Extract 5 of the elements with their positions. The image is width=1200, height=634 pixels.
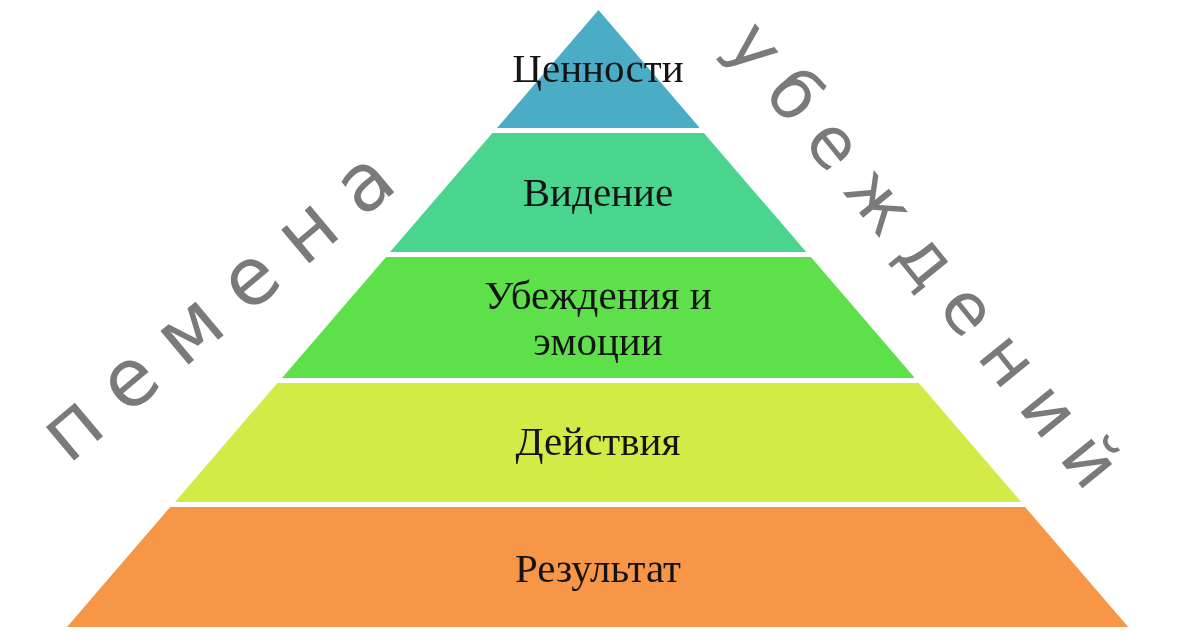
tier-label: Действия [515,418,681,464]
pyramid-base-tier [67,507,1129,627]
tier-label: Убеждения и эмоции [483,272,713,364]
tier-label: Результат [514,545,682,591]
tier-label: Видение [522,169,674,215]
